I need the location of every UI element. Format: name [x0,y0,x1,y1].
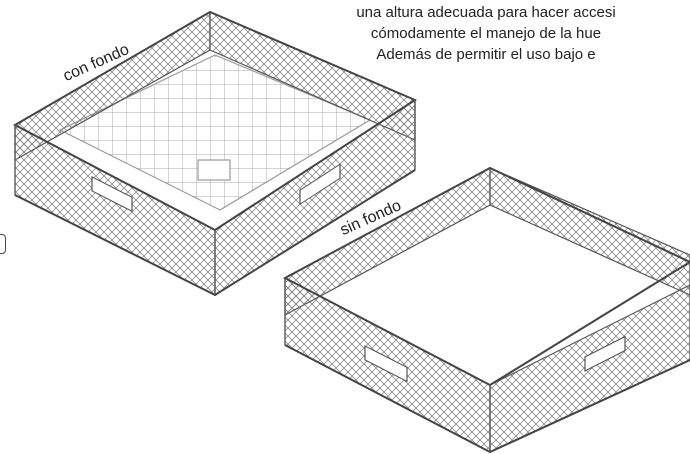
description-line: Además de permitir el uso bajo e [376,46,596,63]
description-text: una altura adecuada para hacer accesi có… [276,2,690,65]
edge-mark [0,234,6,254]
crate-without-bottom [282,166,690,454]
description-line: una altura adecuada para hacer accesi [356,4,616,21]
crate-with-bottom [12,10,418,297]
description-line: cómodamente el manejo de la hue [370,25,602,42]
